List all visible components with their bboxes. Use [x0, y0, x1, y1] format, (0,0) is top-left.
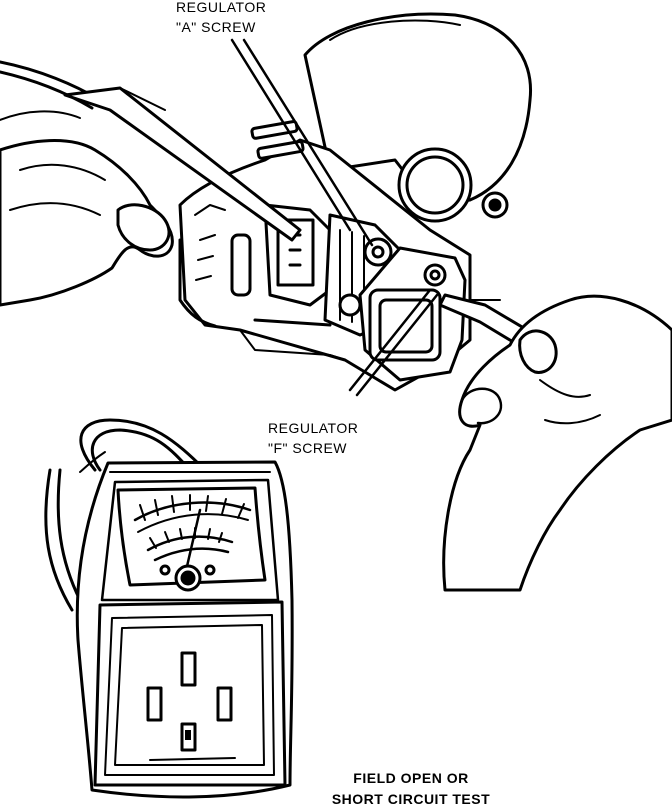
leader-a-screw [230, 38, 352, 232]
callout-leaders [230, 38, 439, 397]
leader-f-screw [348, 288, 432, 392]
regulator-f-label-line2: "F" SCREW [268, 440, 347, 456]
right-hand-probe [438, 293, 672, 592]
regulator-a-label-line2: "A" SCREW [176, 19, 256, 35]
regulator-f-label-line1: REGULATOR [268, 420, 359, 436]
figure-caption-line2: SHORT CIRCUIT TEST [331, 791, 491, 807]
regulator-a-label-line1: REGULATOR [176, 0, 267, 15]
left-hand-probe [0, 60, 302, 307]
test-meter [44, 418, 294, 799]
alternator-assembly [178, 12, 533, 392]
figure-caption-line1: FIELD OPEN OR [353, 770, 469, 786]
